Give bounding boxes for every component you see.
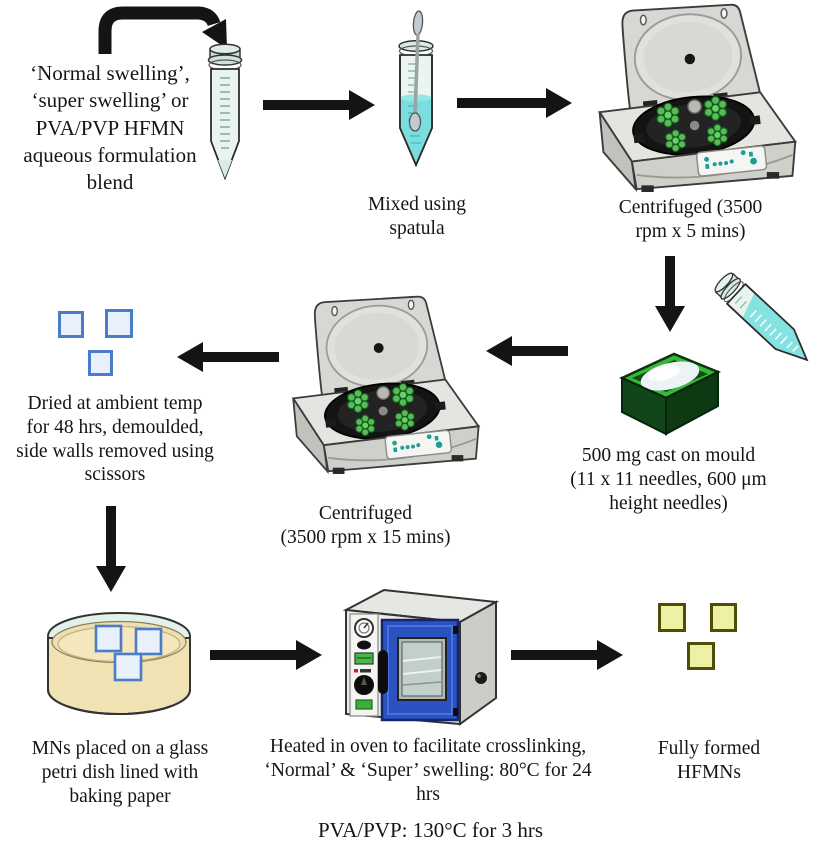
spatula-tube-icon	[398, 10, 434, 168]
arrow-centrifuge2-to-dried	[177, 342, 279, 372]
formulation-label: ‘Normal swelling’, ‘super swelling’ or P…	[23, 61, 197, 195]
hfmn-patch-icon	[710, 603, 737, 632]
mixing-caption: Mixed using spatula	[367, 194, 467, 239]
curved-arrow-icon	[98, 6, 227, 54]
microneedle-patch-icon	[105, 309, 133, 338]
centrifuge2-caption: Centrifuged (3500 rpm x 15 mins)	[280, 503, 451, 548]
arrow-mixing-to-centrifuge1	[457, 88, 572, 118]
arrow-dried-to-petri	[93, 506, 129, 592]
dried-caption: Dried at ambient temp for 48 hrs, demoul…	[16, 393, 214, 486]
arrow-oven-to-final	[511, 640, 623, 670]
footnote-caption: PVA/PVP: 130°C for 3 hrs	[317, 818, 544, 842]
hfmn-patch-icon	[687, 642, 715, 670]
arrow-formulation-to-mixing	[263, 90, 375, 120]
mould-icon	[618, 352, 722, 436]
arrow-cast-to-centrifuge2	[486, 336, 568, 366]
oven-caption: Heated in oven to facilitate crosslinkin…	[264, 736, 592, 805]
arrow-centrifuge1-to-cast	[652, 256, 688, 332]
cast-caption: 500 mg cast on mould (11 x 11 needles, 6…	[570, 445, 767, 514]
petri-caption: MNs placed on a glass petri dish lined w…	[31, 738, 209, 807]
falcon-tube-icon	[207, 43, 243, 181]
tilted-tube-icon	[714, 272, 809, 362]
oven-icon	[342, 588, 500, 726]
centrifuge-icon	[568, 2, 806, 192]
hfmn-patch-icon	[658, 603, 686, 632]
centrifuge1-caption: Centrifuged (3500 rpm x 5 mins)	[618, 197, 763, 242]
microneedle-patch-icon	[58, 311, 84, 338]
centrifuge-icon	[268, 268, 484, 500]
final-caption: Fully formed HFMNs	[657, 738, 761, 783]
microneedle-patch-icon	[88, 350, 113, 376]
arrow-petri-to-oven	[210, 640, 322, 670]
petri-dish-icon	[47, 612, 191, 716]
